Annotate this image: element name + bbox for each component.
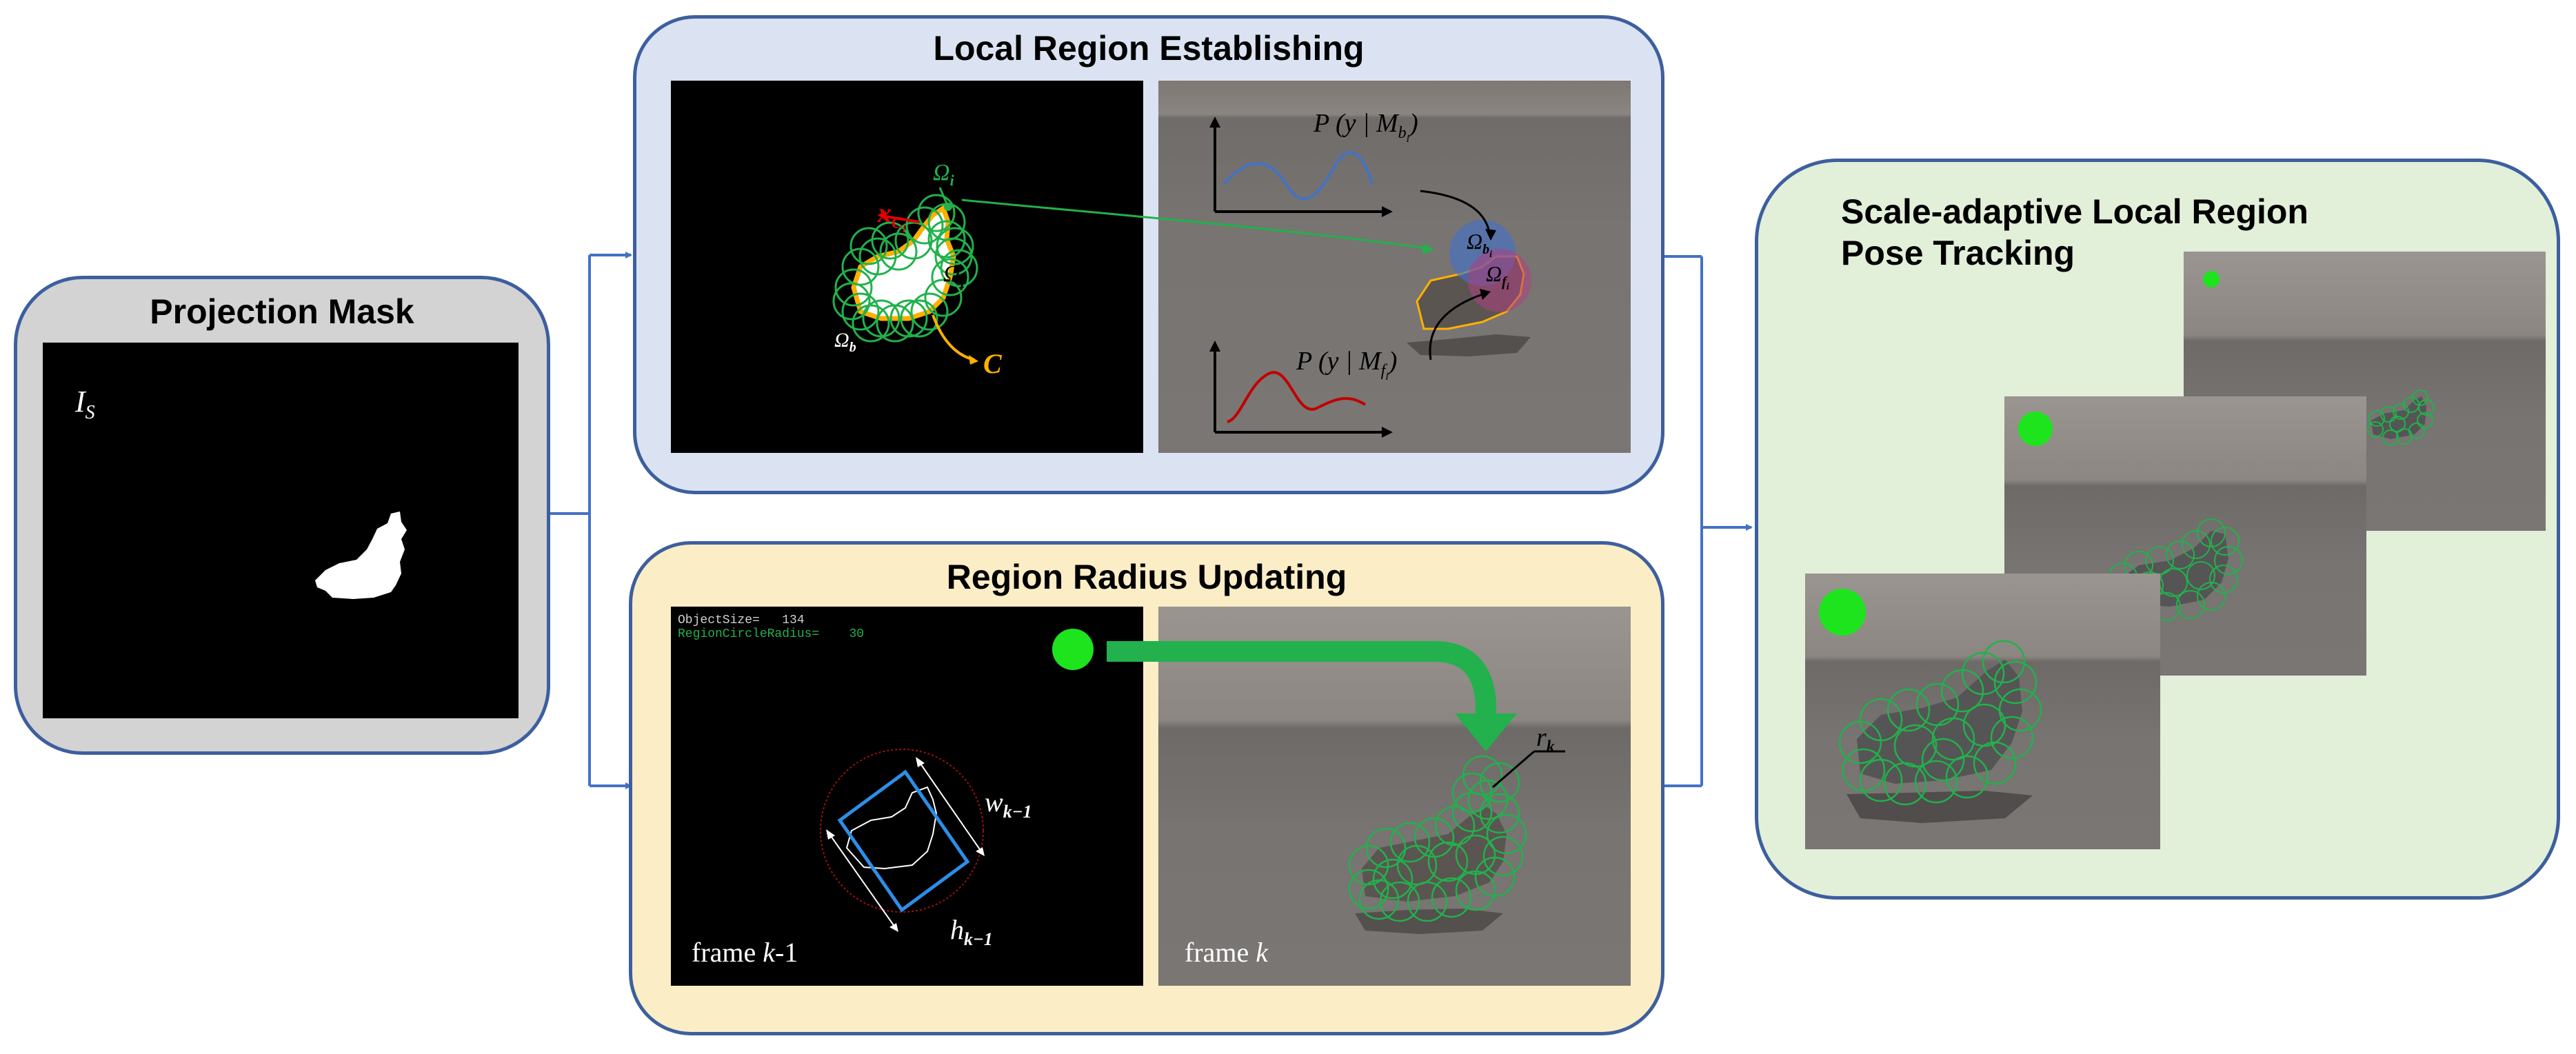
pose-tracking-title: Scale-adaptive Local Region Pose Trackin…: [1841, 191, 2308, 274]
frame-prev-label: frame k-1: [692, 937, 798, 968]
pose-tracking-title-line2: Pose Tracking: [1841, 234, 2075, 272]
projection-mask-image: IS: [43, 343, 519, 718]
tracking-frame-front: [1805, 574, 2160, 849]
frame-cur-image: rk frame k: [1158, 607, 1631, 986]
debug-object-size: ObjectSize= 134: [678, 614, 805, 627]
contour-label: C: [983, 348, 1002, 379]
local-region-title: Local Region Establishing: [933, 29, 1365, 68]
projection-mask-panel: Projection Mask IS: [14, 276, 550, 755]
r-label: rk: [1536, 723, 1555, 756]
tracking-radius-dot-large: [1819, 589, 1866, 636]
prob-f-label: P (y | Mfi): [1296, 347, 1398, 383]
projection-mask-title: Projection Mask: [150, 292, 414, 331]
debug-region-radius: RegionCircleRadius= 30: [678, 627, 865, 641]
tracking-front-object: [1838, 640, 2042, 823]
pose-tracking-panel: Scale-adaptive Local Region Pose Trackin…: [1755, 159, 2560, 900]
omega-f-label: Ωf: [943, 261, 965, 290]
w-label: wk−1: [985, 787, 1032, 822]
prob-b-label: P (y | Mbi): [1314, 109, 1418, 145]
region-radius-title: Region Radius Updating: [946, 558, 1347, 596]
frame-prev-graphics: [820, 749, 985, 932]
region-radius-panel: Region Radius Updating ObjectSize= 134 R…: [629, 541, 1664, 1035]
h-label: hk−1: [950, 914, 993, 949]
frame-cur-label: frame k: [1185, 937, 1269, 968]
omega-bi-label: Ωbi: [1467, 229, 1493, 261]
frame-cur-graphics: [1348, 750, 1565, 934]
pose-tracking-title-line1: Scale-adaptive Local Region: [1841, 192, 2308, 231]
frame-prev-image: ObjectSize= 134 RegionCircleRadius= 30 w…: [671, 607, 1143, 986]
tracking-radius-dot-small: [2203, 271, 2220, 287]
tracking-back-object: [2367, 389, 2435, 446]
omega-i-label: Ωi: [933, 160, 954, 189]
object-silhouette: [315, 511, 407, 599]
mask-label: IS: [75, 385, 95, 423]
x-c-label: xCi: [878, 197, 906, 235]
local-region-scene-image: P (y | Mbi) P (y | Mfi) Ωbi Ωfi: [1158, 81, 1631, 453]
local-region-mask-image: Ωi xCi Ωf Ωb C: [671, 81, 1143, 453]
omega-b-label: Ωb: [834, 329, 856, 355]
local-region-panel: Local Region Establishing: [633, 15, 1664, 494]
tracking-radius-dot-medium: [2018, 412, 2053, 446]
local-region-circles: [832, 187, 978, 365]
local-region-scene-graphics: [1209, 116, 1531, 438]
omega-fi-label: Ωfi: [1486, 261, 1509, 293]
